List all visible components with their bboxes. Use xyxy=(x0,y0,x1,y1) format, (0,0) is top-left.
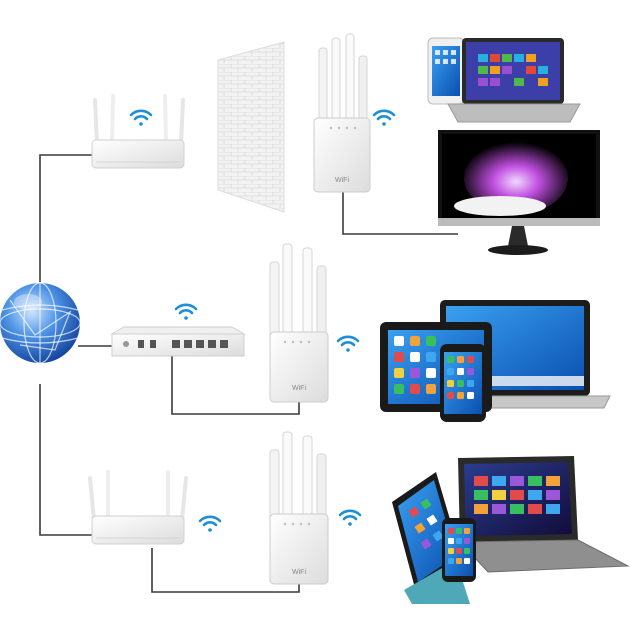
cable-network xyxy=(39,154,458,593)
cable-globe-to-router-top xyxy=(39,154,92,282)
tablet-bottom-icon xyxy=(392,472,470,604)
internet-globe-icon xyxy=(0,282,81,364)
monitor-icon xyxy=(438,130,600,255)
wifi-icon xyxy=(336,335,360,352)
router-top-icon xyxy=(91,94,185,169)
extender-middle-logo: WiFi xyxy=(292,385,306,392)
extender-middle-icon: WiFi xyxy=(269,243,329,403)
smartphone-middle-icon xyxy=(440,344,486,422)
extender-bottom-icon: WiFi xyxy=(269,431,329,585)
extender-top-icon: WiFi xyxy=(313,33,371,193)
wifi-icon xyxy=(198,515,222,532)
extender-top-logo: WiFi xyxy=(335,177,349,184)
extender-bottom-logo: WiFi xyxy=(292,569,306,576)
cable-router3-to-extender3 xyxy=(151,548,300,593)
wifi-icon xyxy=(129,109,153,126)
wifi-icon xyxy=(372,109,396,126)
wifi-icon xyxy=(338,509,362,526)
laptop-top-icon xyxy=(447,38,581,123)
smartphone-top-icon xyxy=(427,37,465,105)
cable-extender1-to-monitor xyxy=(342,192,458,235)
cable-globe-to-router-bottom xyxy=(39,384,92,536)
cable-modem-to-extender2 xyxy=(171,350,300,415)
wifi-icon xyxy=(174,303,198,320)
brick-wall-icon xyxy=(217,41,285,213)
smartphone-bottom-icon xyxy=(442,518,476,582)
router-bottom-icon xyxy=(88,470,188,545)
laptop-bottom-icon xyxy=(458,456,630,573)
modem-icon xyxy=(110,326,246,357)
